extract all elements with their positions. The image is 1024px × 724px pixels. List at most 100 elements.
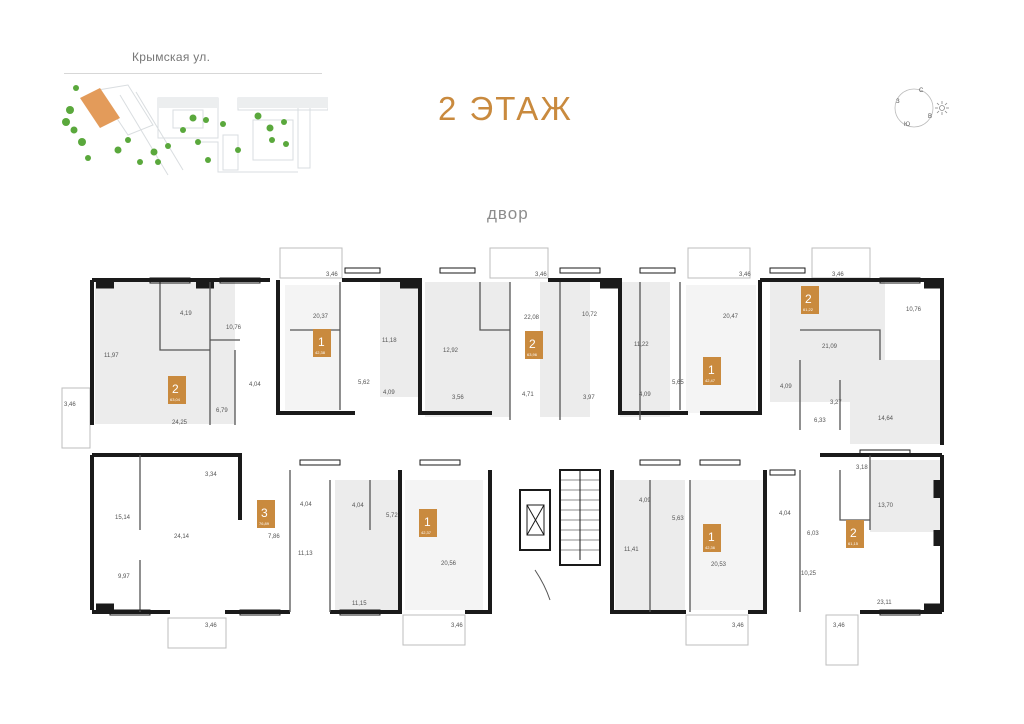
area-label: 3,27 [830, 400, 842, 406]
area-label: 10,76 [226, 325, 242, 331]
area-label: 23,11 [877, 600, 892, 606]
partitions [139, 282, 881, 612]
area-label: 3,46 [732, 623, 744, 629]
area-label: 11,41 [624, 547, 639, 553]
area-label: 24,14 [174, 534, 190, 540]
area-label: 5,62 [358, 380, 370, 386]
area-label: 4,71 [522, 392, 534, 398]
svg-text:2: 2 [805, 292, 812, 306]
compass-north: С [919, 88, 924, 94]
area-label: 15,14 [115, 515, 131, 521]
area-label: 7,86 [268, 534, 280, 540]
balconies [61, 247, 871, 666]
svg-text:2: 2 [529, 337, 536, 351]
apartment-badge[interactable]: 1 42,36 [703, 524, 721, 552]
area-label: 5,72 [386, 513, 398, 519]
area-label: 3,46 [205, 623, 217, 629]
area-label: 6,79 [216, 408, 228, 414]
area-label: 3,46 [535, 272, 547, 278]
apartment-badge[interactable]: 3 76,89 [257, 500, 275, 528]
floor-title: 2 ЭТАЖ [438, 90, 573, 127]
svg-text:1: 1 [318, 335, 325, 349]
svg-text:1: 1 [424, 515, 431, 529]
area-label: 3,18 [856, 465, 868, 471]
area-label: 3,46 [832, 272, 844, 278]
area-label: 22,08 [524, 315, 540, 321]
area-label: 4,09 [639, 498, 651, 504]
stairs-icon [559, 469, 601, 566]
area-label: 4,09 [383, 390, 395, 396]
area-label: 4,04 [352, 503, 364, 509]
svg-text:63,04: 63,04 [170, 397, 181, 402]
svg-text:1: 1 [708, 530, 715, 544]
area-label: 20,56 [441, 561, 457, 567]
apartment-badge[interactable]: 1 42,47 [703, 357, 721, 385]
area-labels: 3,46 3,46 3,46 3,46 4,19 10,76 20,37 11,… [64, 272, 922, 629]
area-label: 4,04 [779, 511, 791, 517]
svg-text:63,96: 63,96 [527, 352, 538, 357]
apartment-badge[interactable]: 2 63,96 [525, 331, 543, 359]
svg-text:1: 1 [708, 363, 715, 377]
area-label: 4,04 [300, 502, 312, 508]
svg-text:42,47: 42,47 [705, 378, 716, 383]
apartment-badge[interactable]: 2 61,22 [801, 286, 819, 314]
svg-text:61,22: 61,22 [803, 307, 814, 312]
area-label: 3,46 [326, 272, 338, 278]
area-label: 3,46 [451, 623, 463, 629]
apartment-badge[interactable]: 2 61,15 [846, 520, 864, 548]
area-label: 11,97 [104, 353, 119, 359]
courtyard-label: двор [487, 204, 529, 223]
svg-text:42,38: 42,38 [315, 350, 326, 355]
svg-text:2: 2 [850, 526, 857, 540]
room-fills [95, 282, 942, 610]
area-label: 3,97 [583, 395, 595, 401]
elevator-icon [519, 489, 551, 551]
street-divider [64, 73, 322, 74]
svg-text:76,89: 76,89 [259, 521, 270, 526]
site-map-icon [62, 84, 328, 176]
area-label: 9,97 [118, 574, 130, 580]
area-label: 6,03 [807, 531, 819, 537]
apartment-badges: 2 63,04 1 42,38 2 63,96 1 42,47 2 61,22 … [168, 286, 864, 552]
svg-text:42,37: 42,37 [421, 530, 432, 535]
area-label: 3,46 [739, 272, 751, 278]
area-label: 20,37 [313, 314, 329, 320]
wall-pillars [96, 279, 943, 613]
area-label: 12,92 [443, 348, 459, 354]
area-label: 3,56 [452, 395, 464, 401]
area-label: 3,46 [64, 402, 76, 408]
svg-text:2: 2 [172, 382, 179, 396]
compass-icon: С З В Ю [894, 88, 949, 128]
area-label: 5,63 [672, 516, 684, 522]
area-label: 11,15 [352, 601, 367, 607]
area-label: 21,09 [822, 344, 838, 350]
area-label: 14,64 [878, 416, 894, 422]
apartment-badge[interactable]: 2 63,04 [168, 376, 186, 404]
area-label: 11,13 [298, 551, 313, 557]
compass-east: В [928, 114, 932, 120]
svg-text:61,15: 61,15 [848, 541, 859, 546]
compass-west: З [896, 99, 900, 105]
sun-icon [935, 101, 949, 115]
apartment-badge[interactable]: 1 42,37 [419, 509, 437, 537]
area-label: 11,22 [634, 342, 649, 348]
street-name: Крымская ул. [132, 50, 211, 64]
svg-text:3: 3 [261, 506, 268, 520]
area-label: 3,46 [833, 623, 845, 629]
compass-south: Ю [904, 122, 910, 128]
area-label: 4,09 [780, 384, 792, 390]
svg-text:42,36: 42,36 [705, 545, 716, 550]
area-label: 5,65 [672, 380, 684, 386]
area-label: 3,34 [205, 472, 217, 478]
area-label: 4,19 [180, 311, 192, 317]
area-label: 20,47 [723, 314, 739, 320]
area-label: 13,70 [878, 503, 894, 509]
windows [109, 267, 921, 616]
apartment-badge[interactable]: 1 42,38 [313, 329, 331, 357]
area-label: 11,18 [382, 338, 397, 344]
area-label: 10,76 [906, 307, 922, 313]
area-label: 4,04 [249, 382, 261, 388]
area-label: 10,25 [801, 571, 817, 577]
area-label: 6,33 [814, 418, 826, 424]
